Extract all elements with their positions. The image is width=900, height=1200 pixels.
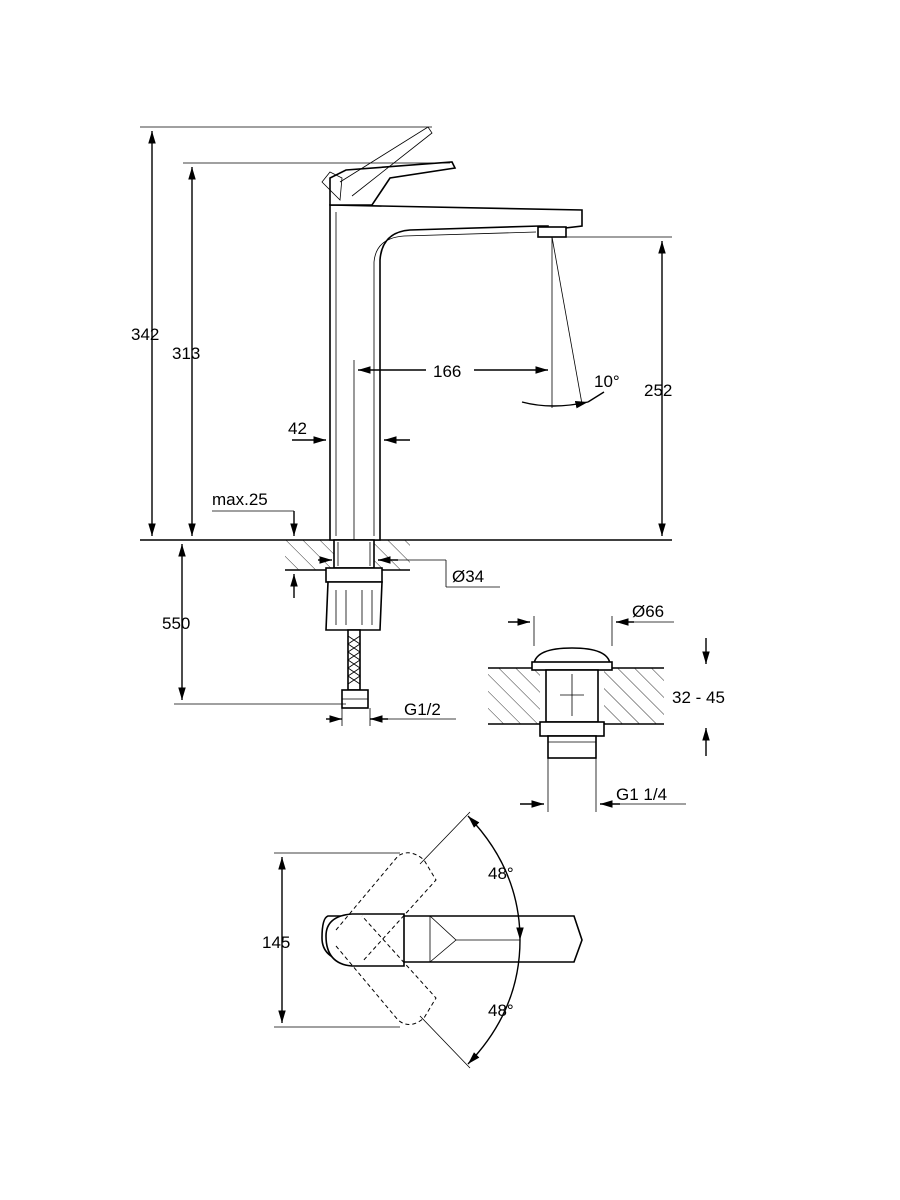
dim-48deg-lower-label: 48° [488,1001,514,1020]
dim-hole-diameter: Ø34 [318,556,500,588]
waste-view [488,647,664,759]
dim-max-deck: max.25 [212,490,298,598]
dim-3245-label: 32 - 45 [672,688,725,707]
dim-spout-clearance: 252 [566,236,672,536]
dim-hose-length: 550 [162,544,346,705]
dim-waste-thread: G1 1/4 [520,758,686,812]
dim-34-label: Ø34 [452,567,484,586]
dim-42-label: 42 [288,419,307,438]
nut-plate [325,567,383,583]
dim-550-label: 550 [162,614,190,633]
lever-open-outline [339,126,433,197]
dim-connection: G1/2 [326,700,456,726]
lever-handle [329,161,457,206]
faucet-top-view: 48° 48° [321,811,583,1069]
waste-nut [539,721,605,737]
dim-145-label: 145 [262,933,290,952]
dim-g12-label: G1/2 [404,700,441,719]
dim-342-label: 342 [131,325,159,344]
braided-hose [347,629,361,691]
dim-spout-height-total: 313 [172,162,450,536]
dim-handle-width: 145 [262,852,400,1028]
aerator [537,226,567,238]
top-handle [325,913,405,967]
dim-252-label: 252 [644,381,672,400]
dim-waste-diameter: Ø66 [508,602,674,646]
dim-reach: 166 [358,237,553,408]
mounting-nut [325,581,383,631]
dim-10deg-label: 10° [594,372,620,391]
waste-thread [547,735,597,759]
dim-total-height: 342 [131,126,432,536]
faucet-side-view [140,126,672,709]
spout-inner-edge [373,231,537,536]
dim-g114-label: G1 1/4 [616,785,667,804]
waste-cap [533,647,611,665]
dim-waste-thickness: 32 - 45 [672,638,725,756]
lever-cap [321,171,343,201]
shank [333,539,375,569]
dim-166-label: 166 [433,362,461,381]
dim-body-width: 42 [288,419,410,444]
dim-66-label: Ø66 [632,602,664,621]
dim-313-label: 313 [172,344,200,363]
dim-48deg-upper-label: 48° [488,864,514,883]
waste-flange [531,661,613,671]
dim-max25-label: max.25 [212,490,268,509]
dim-spout-angle: 10° [521,236,620,409]
